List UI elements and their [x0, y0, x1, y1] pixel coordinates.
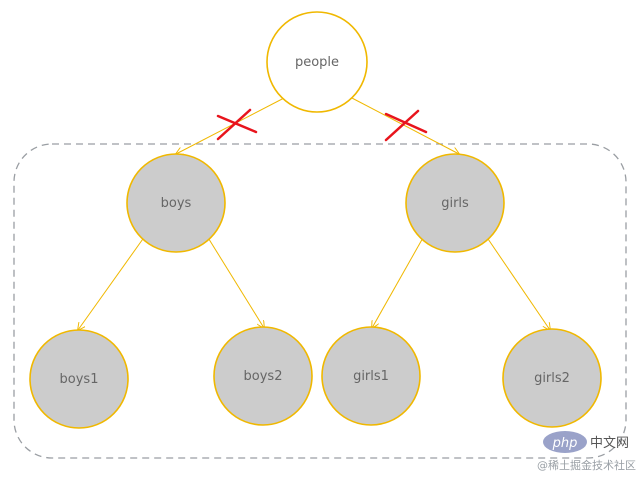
cross-mark-right: [384, 109, 428, 142]
node-girls1-label: girls1: [353, 369, 389, 384]
node-boys: boys: [126, 153, 226, 253]
node-girls1: girls1: [321, 326, 421, 426]
node-girls2: girls2: [502, 328, 602, 428]
node-boys1-label: boys1: [60, 372, 99, 387]
node-girls: girls: [405, 153, 505, 253]
node-boys2-label: boys2: [244, 369, 283, 384]
php-site-text: 中文网: [590, 436, 629, 451]
edge-boys-boys1: [78, 235, 146, 330]
node-people-label: people: [295, 55, 339, 70]
edge-people-girls: [349, 96, 459, 154]
node-girls2-label: girls2: [534, 371, 570, 386]
edge-girls-girls1: [372, 235, 425, 328]
node-boys-label: boys: [161, 196, 192, 211]
edge-people-boys: [176, 96, 287, 154]
node-girls-label: girls: [441, 196, 469, 211]
edge-boys-boys2: [206, 235, 264, 328]
node-boys2: boys2: [213, 326, 313, 426]
node-boys1: boys1: [29, 329, 129, 429]
node-people: people: [266, 11, 368, 113]
php-logo-text: php: [552, 436, 578, 451]
dashed-group-box: [13, 143, 627, 459]
php-logo-icon: [543, 431, 587, 453]
cross-mark-left: [216, 108, 258, 141]
edge-girls-girls2: [485, 235, 550, 330]
watermark: php 中文网 @稀土掘金技术社区: [537, 431, 636, 472]
credit-text: @稀土掘金技术社区: [537, 458, 636, 472]
